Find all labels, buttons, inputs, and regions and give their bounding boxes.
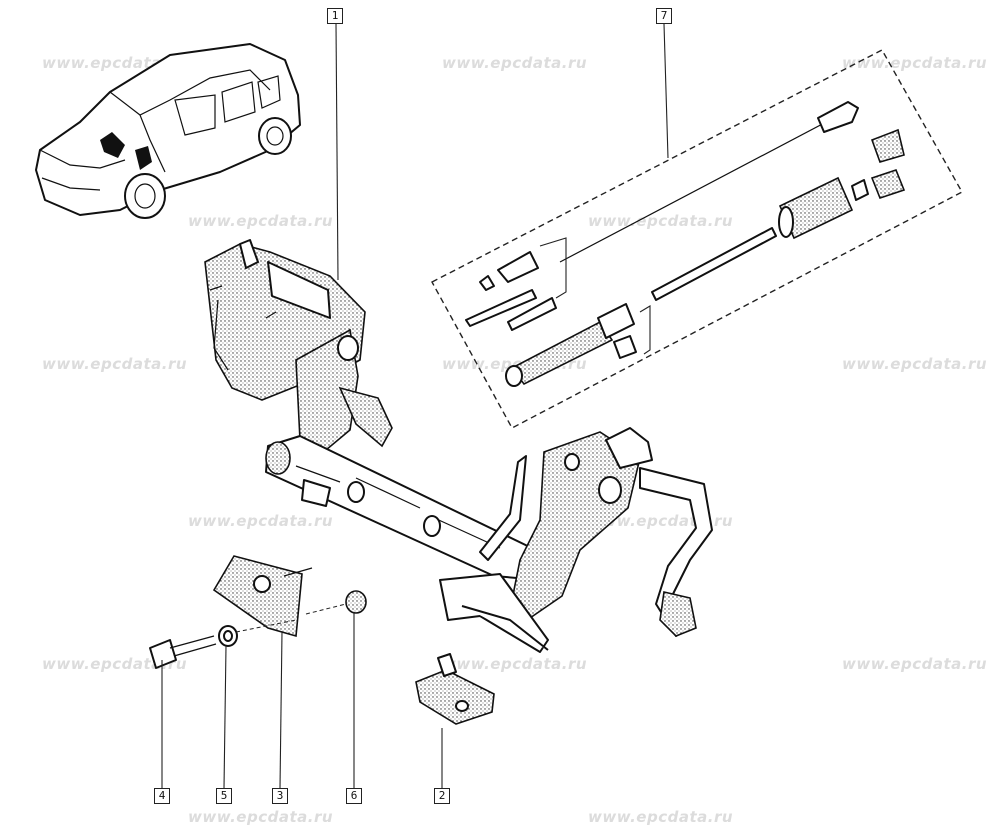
support-tube: [265, 435, 541, 581]
repair-kit-group: [431, 49, 963, 429]
leader-line-5: [223, 645, 227, 789]
pedal-pad: [415, 653, 495, 725]
leader-line-1: [335, 23, 339, 281]
bolt: [149, 635, 217, 669]
callout-3: 3: [272, 788, 288, 804]
leader-line-3: [279, 631, 283, 789]
callout-6: 6: [346, 788, 362, 804]
callout-7: 7: [656, 8, 672, 24]
nut: [345, 590, 367, 614]
callout-2: 2: [434, 788, 450, 804]
leader-line-7: [663, 23, 669, 159]
washer-hole: [223, 630, 233, 642]
callout-4: 4: [154, 788, 170, 804]
car-icon: [35, 43, 301, 219]
pedal-box: [204, 239, 393, 451]
mounting-plate: [212, 555, 313, 638]
pedal-arms: [439, 427, 713, 653]
callout-1: 1: [327, 8, 343, 24]
callout-5: 5: [216, 788, 232, 804]
